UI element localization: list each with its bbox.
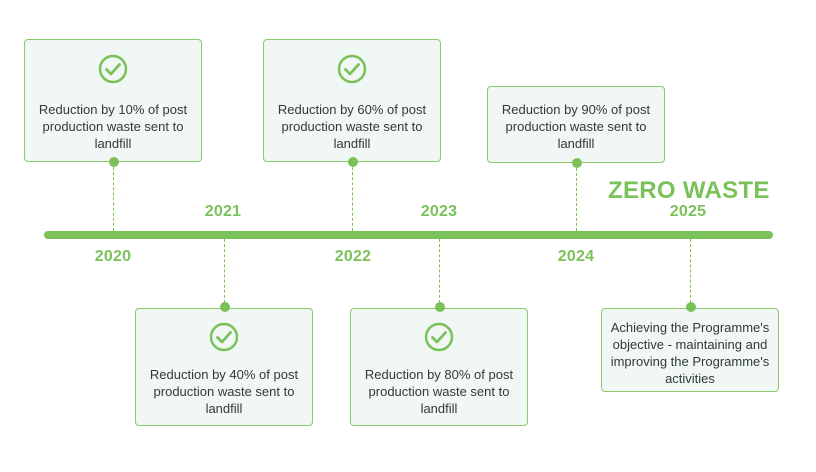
- connector-line: [352, 162, 353, 231]
- check-circle-icon: [424, 322, 454, 352]
- check-circle-icon: [337, 54, 367, 84]
- connector-dot: [220, 302, 230, 312]
- check-circle-icon: [209, 322, 239, 352]
- milestone-card-2023: Reduction by 80% of post production wast…: [350, 308, 528, 426]
- milestone-card-2021: Reduction by 40% of post production wast…: [135, 308, 313, 426]
- connector-dot: [348, 157, 358, 167]
- connector-dot: [435, 302, 445, 312]
- year-label-2024: 2024: [557, 248, 595, 265]
- zero-waste-heading: ZERO WASTE: [608, 177, 770, 204]
- connector-line: [690, 239, 691, 308]
- year-label-2023: 2023: [420, 203, 458, 220]
- check-circle-icon: [98, 54, 128, 84]
- connector-dot: [686, 302, 696, 312]
- milestone-text: Reduction by 60% of post production wast…: [277, 102, 427, 151]
- connector-dot: [572, 158, 582, 168]
- year-label-2025: 2025: [669, 203, 707, 220]
- milestone-card-2022: Reduction by 60% of post production wast…: [263, 39, 441, 162]
- milestone-card-2025: Achieving the Programme's objective - ma…: [601, 308, 779, 392]
- connector-line: [224, 239, 225, 308]
- timeline-axis: [44, 231, 773, 239]
- year-label-2020: 2020: [94, 248, 132, 265]
- connector-line: [439, 239, 440, 308]
- milestone-card-2024: Reduction by 90% of post production wast…: [487, 86, 665, 163]
- milestone-text: Reduction by 90% of post production wast…: [501, 102, 651, 151]
- year-label-2022: 2022: [334, 248, 372, 265]
- milestone-text: Achieving the Programme's objective - ma…: [610, 320, 770, 386]
- connector-line: [113, 162, 114, 231]
- milestone-card-2020: Reduction by 10% of post production wast…: [24, 39, 202, 162]
- milestone-text: Reduction by 80% of post production wast…: [364, 367, 514, 416]
- year-label-2021: 2021: [204, 203, 242, 220]
- connector-dot: [109, 157, 119, 167]
- milestone-text: Reduction by 10% of post production wast…: [38, 102, 188, 151]
- connector-line: [576, 163, 577, 231]
- milestone-text: Reduction by 40% of post production wast…: [149, 367, 299, 416]
